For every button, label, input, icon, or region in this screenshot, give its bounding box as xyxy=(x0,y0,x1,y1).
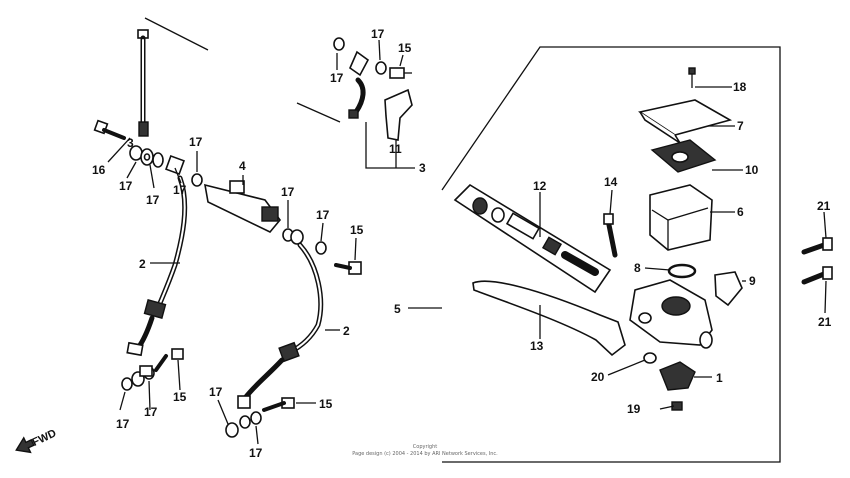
pivot-bolt-14 xyxy=(603,213,618,258)
bolt-15-mid xyxy=(334,261,362,275)
callout-17: 17 xyxy=(330,71,344,85)
callout-21-bottom: 21 xyxy=(818,315,832,329)
copyright-line-1: Copyright xyxy=(413,444,437,450)
callout-17: 17 xyxy=(371,27,385,41)
callout-5: 5 xyxy=(394,302,401,316)
mirror-screws-21 xyxy=(801,237,833,285)
callout-17: 17 xyxy=(249,446,263,460)
callout-labels: 16 3 17 17 17 17 4 17 17 15 2 2 17 17 15… xyxy=(92,27,832,460)
copyright-notice: Copyright Page design (c) 2004 - 2014 by… xyxy=(352,444,498,457)
diaphragm-plate-10 xyxy=(650,139,717,173)
forward-arrow-icon xyxy=(15,436,35,454)
brake-hose-left xyxy=(121,175,188,391)
callout-7: 7 xyxy=(737,119,744,133)
screw-18 xyxy=(688,67,696,88)
callout-15: 15 xyxy=(350,223,364,237)
callout-3-right: 3 xyxy=(419,161,426,175)
callout-10: 10 xyxy=(745,163,759,177)
callout-20: 20 xyxy=(591,370,605,384)
brake-lever-13 xyxy=(472,280,626,357)
callout-17: 17 xyxy=(173,183,187,197)
screw-19 xyxy=(659,401,683,411)
callout-21-top: 21 xyxy=(817,199,831,213)
callout-11: 11 xyxy=(389,142,402,156)
reservoir-body-6 xyxy=(649,184,713,251)
callout-17: 17 xyxy=(119,179,133,193)
leader-lines xyxy=(107,39,827,445)
callout-16: 16 xyxy=(92,163,106,177)
reservoir-cap-7 xyxy=(637,99,733,144)
callout-15: 15 xyxy=(319,397,333,411)
holder-9 xyxy=(714,271,743,307)
callout-18: 18 xyxy=(733,80,747,94)
bolt-15-lower-left xyxy=(154,348,184,372)
three-way-joint-4 xyxy=(203,180,294,242)
callout-17: 17 xyxy=(116,417,130,431)
callout-2-right: 2 xyxy=(343,324,350,338)
fwd-label: FWD xyxy=(30,427,58,448)
sealing-washers-upper xyxy=(129,145,203,187)
brake-hose-right xyxy=(225,229,327,438)
callout-17: 17 xyxy=(144,405,158,419)
callout-6: 6 xyxy=(737,205,744,219)
callout-3-left: 3 xyxy=(127,136,134,150)
copyright-line-2: Page design (c) 2004 - 2014 by ARI Netwo… xyxy=(352,451,498,457)
callout-17: 17 xyxy=(281,185,295,199)
front-stop-switch-1 xyxy=(659,361,696,391)
callout-17: 17 xyxy=(316,208,330,222)
o-ring-8 xyxy=(667,263,697,279)
upper-brake-hose xyxy=(137,17,209,137)
master-cylinder-body xyxy=(629,279,713,349)
bolt-15-lower-right xyxy=(262,397,295,412)
callout-17: 17 xyxy=(146,193,160,207)
callout-4: 4 xyxy=(239,159,246,173)
callout-19: 19 xyxy=(627,402,641,416)
callout-12: 12 xyxy=(533,179,547,193)
washer-20 xyxy=(643,352,657,364)
callout-2-left: 2 xyxy=(139,257,146,271)
callout-9: 9 xyxy=(749,274,756,288)
banjo-bolt-16 xyxy=(93,119,126,140)
callout-17: 17 xyxy=(209,385,223,399)
callout-17: 17 xyxy=(189,135,203,149)
callout-8: 8 xyxy=(634,261,641,275)
callout-15: 15 xyxy=(398,41,412,55)
forward-direction-indicator: FWD xyxy=(15,427,58,454)
callout-14: 14 xyxy=(604,175,618,189)
master-cylinder-frame xyxy=(441,46,781,463)
brake-light-switch-assembly xyxy=(296,37,413,141)
piston-kit-12 xyxy=(453,183,612,294)
callout-1: 1 xyxy=(716,371,723,385)
callout-15: 15 xyxy=(173,390,187,404)
callout-13: 13 xyxy=(530,339,544,353)
